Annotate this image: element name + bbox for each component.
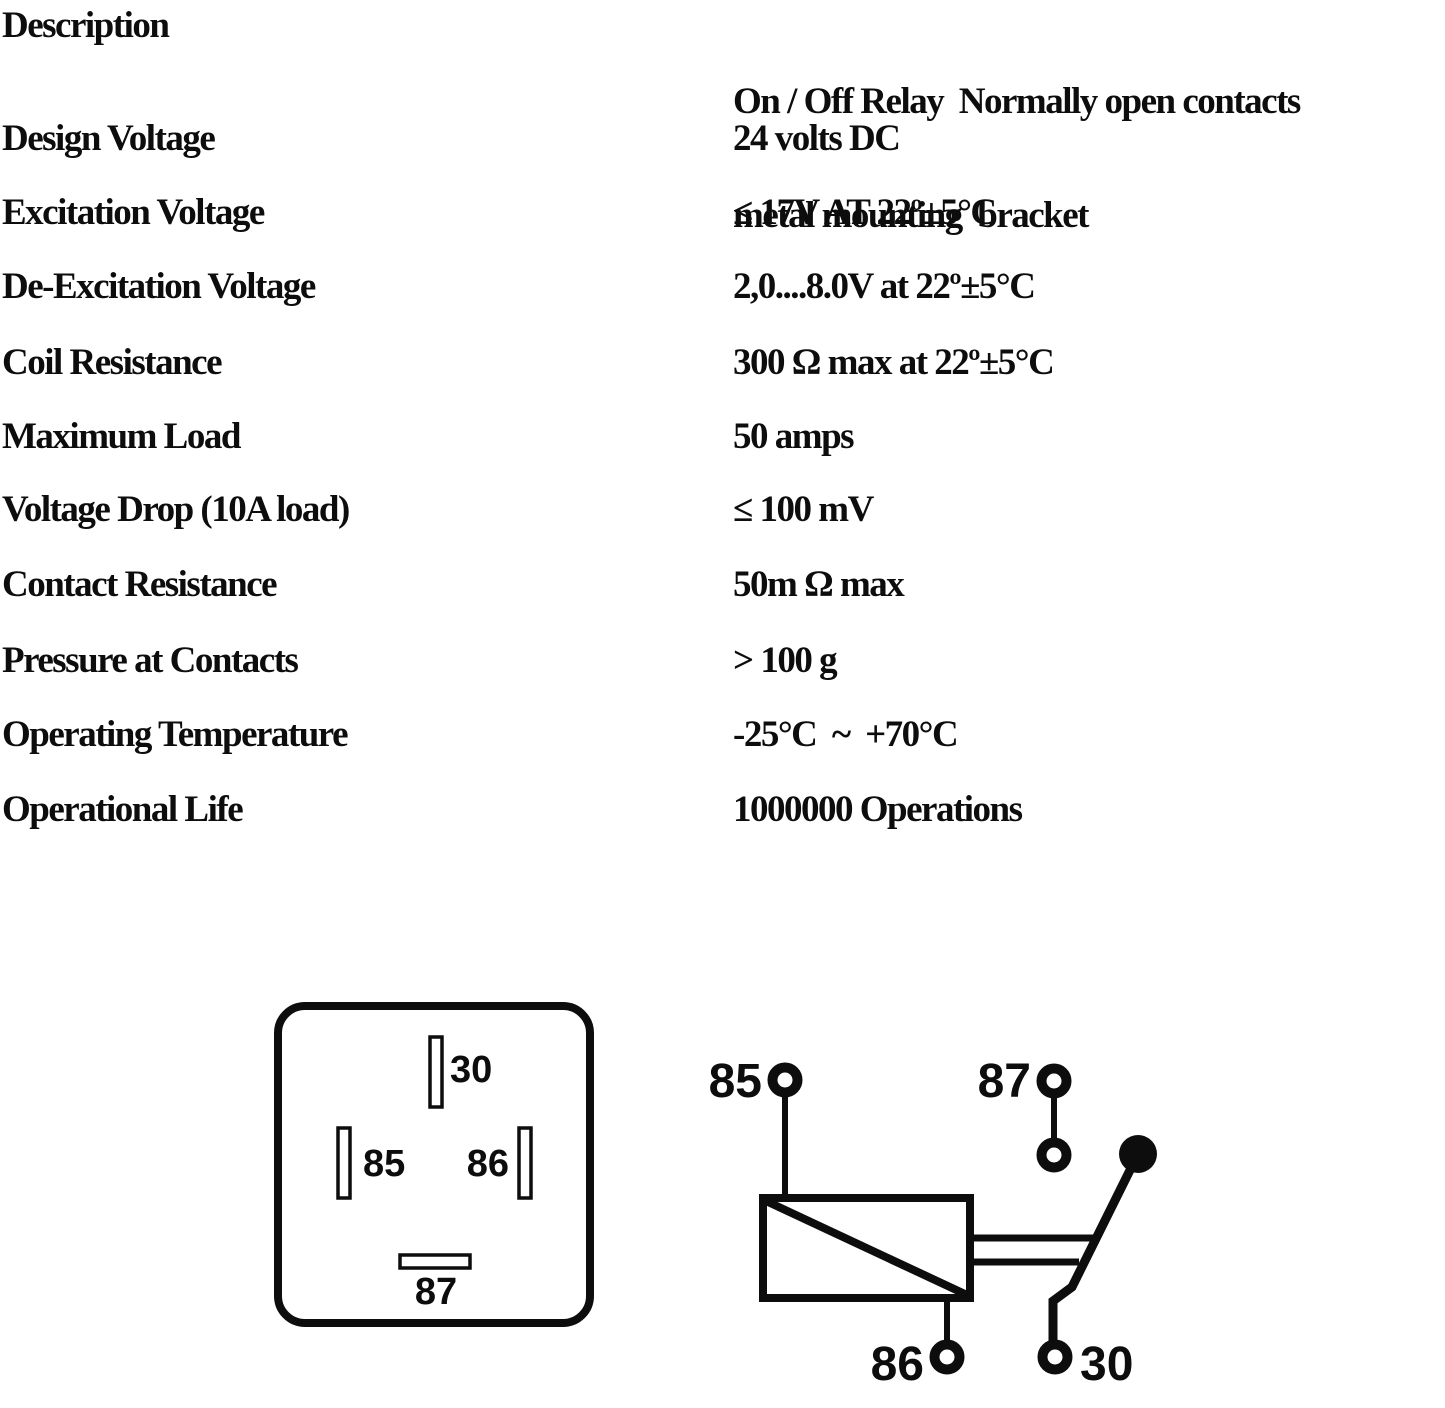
- spec-label: Coil Resistance: [2, 342, 223, 383]
- terminal-ring-85: [767, 1062, 803, 1098]
- spec-value: 24 volts DC: [733, 118, 901, 159]
- terminal-ring-30: [1037, 1339, 1073, 1375]
- spec-value: ≤ 17V AT 22º±5°C: [733, 192, 997, 233]
- pin-slot-30: [428, 1035, 444, 1109]
- circuit-schematic: 85 87 30 86: [709, 1055, 1157, 1391]
- schematic-label-86: 86: [871, 1338, 924, 1391]
- spec-value: 2,0....8.0V at 22º±5°C: [733, 266, 1036, 307]
- spec-label: Voltage Drop (10A load): [2, 489, 350, 530]
- schematic-label-30: 30: [1080, 1338, 1133, 1391]
- pin-slot-87: [398, 1253, 472, 1270]
- pin-slot-85: [336, 1126, 352, 1200]
- spec-label: Description: [2, 5, 170, 46]
- spec-label: Operational Life: [2, 789, 244, 830]
- terminal-ring-87-lower: [1036, 1137, 1072, 1173]
- spec-value: 50 amps: [733, 416, 855, 457]
- spec-value: 300 Ω max at 22º±5°C: [733, 342, 1055, 383]
- spec-value: 1000000 Operations: [733, 789, 1023, 830]
- pin-slot-86: [517, 1126, 533, 1200]
- spec-value: On / Off Relay Normally open contacts me…: [733, 7, 1301, 311]
- pin-label-30: 30: [450, 1049, 492, 1091]
- terminal-ring-87-upper: [1036, 1063, 1072, 1099]
- schematic-label-85: 85: [709, 1055, 762, 1108]
- spec-value: -25°C ~ +70°C: [733, 714, 959, 755]
- pin-label-87: 87: [415, 1271, 457, 1313]
- pin-label-85: 85: [363, 1143, 405, 1185]
- spec-value: > 100 g: [733, 640, 838, 681]
- pin-label-86: 86: [467, 1143, 509, 1185]
- spec-value: ≤ 100 mV: [733, 489, 874, 530]
- spec-value: 50m Ω max: [733, 564, 905, 605]
- spec-label: Design Voltage: [2, 118, 216, 159]
- spec-label: Operating Temperature: [2, 714, 349, 755]
- relay-pin-layout-diagram: 30 85 86 87: [274, 1002, 594, 1327]
- schematic-label-87: 87: [978, 1055, 1031, 1108]
- switch-arm: [1048, 1151, 1143, 1344]
- spec-label: Pressure at Contacts: [2, 640, 299, 681]
- spec-value-line1: On / Off Relay Normally open contacts: [733, 81, 1301, 122]
- relay-body-outline: [274, 1002, 594, 1327]
- spec-label: Maximum Load: [2, 416, 241, 457]
- spec-label: Excitation Voltage: [2, 192, 265, 233]
- spec-value-line2: metal mounting bracket: [733, 195, 1089, 236]
- coil-diagonal: [764, 1197, 969, 1299]
- terminal-ring-86: [929, 1339, 965, 1375]
- spec-label: De-Excitation Voltage: [2, 266, 316, 307]
- spec-label: Contact Resistance: [2, 564, 278, 605]
